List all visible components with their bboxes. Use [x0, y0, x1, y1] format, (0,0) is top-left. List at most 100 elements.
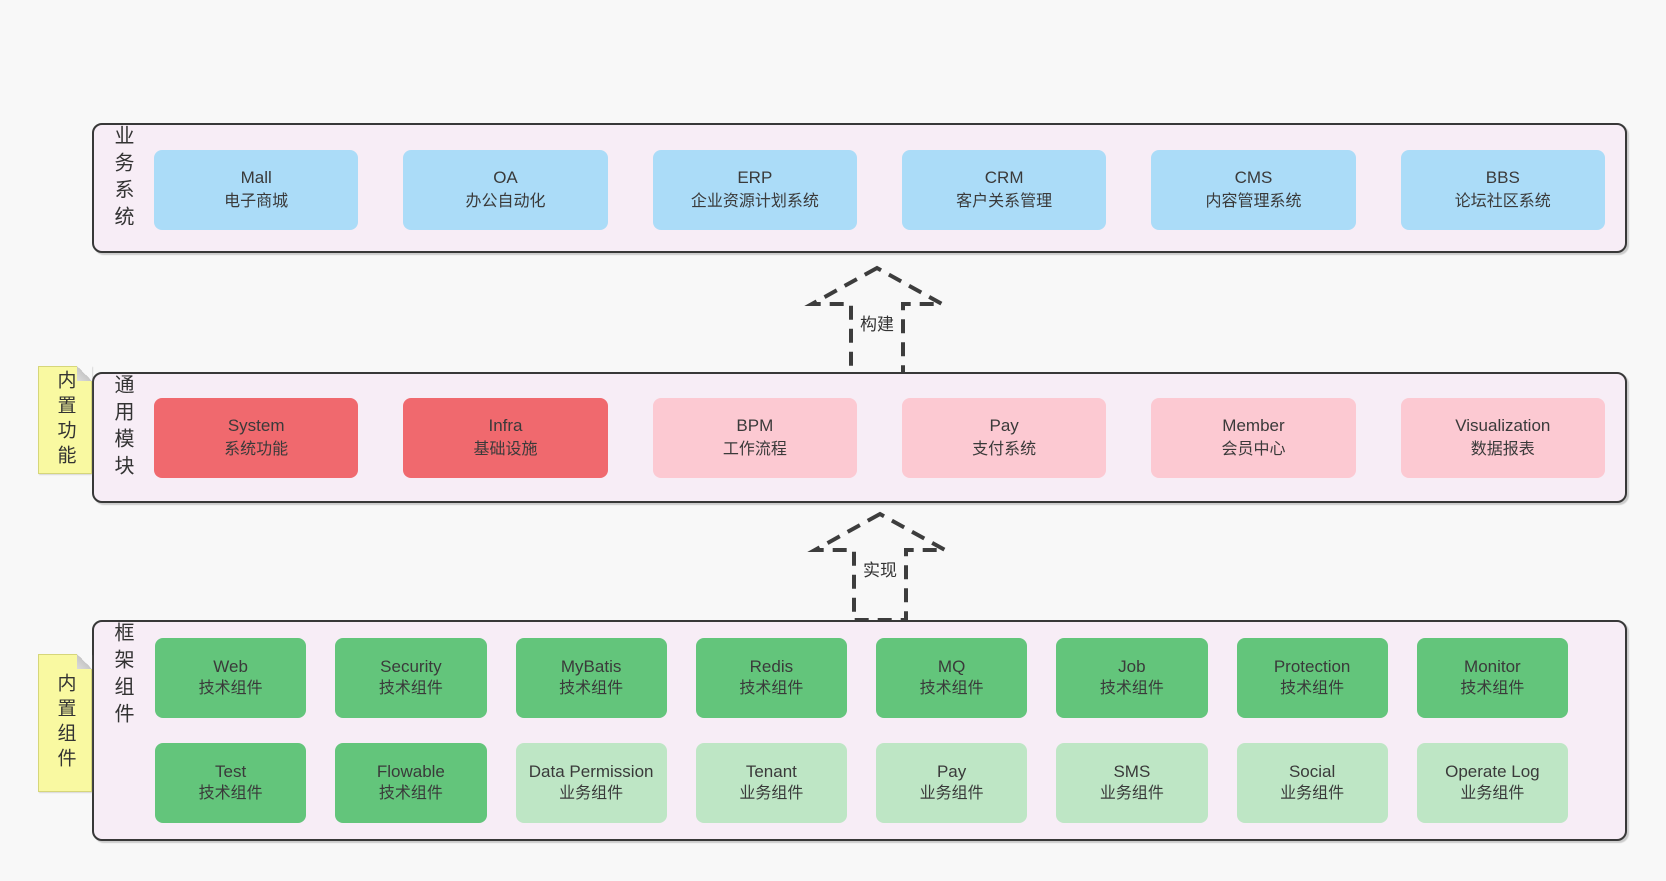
node-title: Pay	[989, 416, 1019, 435]
node-subtitle: 业务组件	[1460, 785, 1525, 802]
components-box-row-2: Test 技术组件 Flowable 技术组件 Data Permission …	[155, 743, 1568, 823]
diagram-node: System 系统功能	[154, 398, 359, 478]
node-title: BBS	[1485, 168, 1520, 187]
diagram-node: CMS 内容管理系统	[1151, 150, 1356, 230]
band-common-modules: 通用模块 System 系统功能 Infra 基础设施 BPM 工作流程	[92, 372, 1627, 503]
node-subtitle: 支付系统	[972, 441, 1037, 458]
diagram-node: Pay 支付系统	[901, 398, 1107, 478]
diagram-node: Job 技术组件	[1056, 638, 1208, 718]
folded-corner-icon	[77, 366, 92, 381]
node-title: ERP	[737, 168, 773, 187]
node-title: Pay	[936, 762, 967, 781]
node-title: Security	[380, 657, 442, 676]
diagram-node: Operate Log 业务组件	[1416, 743, 1568, 823]
band-components-side-label: 框架组件	[111, 622, 133, 730]
diagram-node: Pay 业务组件	[876, 743, 1028, 823]
node-title: MyBatis	[560, 657, 622, 676]
node-subtitle: 业务组件	[559, 785, 624, 802]
node-title: Job	[1118, 657, 1146, 676]
diagram-node: BPM 工作流程	[652, 398, 857, 478]
node-subtitle: 技术组件	[378, 680, 443, 697]
node-subtitle: 技术组件	[559, 680, 624, 697]
node-subtitle: 技术组件	[378, 785, 443, 802]
band-business-side-label: 业务系统	[111, 125, 133, 233]
diagram-node: CRM 客户关系管理	[901, 150, 1107, 230]
node-subtitle: 企业资源计划系统	[690, 193, 819, 210]
diagram-node: Mall 电子商城	[154, 150, 359, 230]
node-subtitle: 技术组件	[919, 680, 984, 697]
diagram-node: Protection 技术组件	[1236, 638, 1388, 718]
node-title: SMS	[1113, 762, 1151, 781]
diagram-node: MQ 技术组件	[876, 638, 1028, 718]
node-title: Data Permission	[528, 762, 654, 781]
node-subtitle: 技术组件	[739, 680, 804, 697]
node-title: BPM	[736, 416, 774, 435]
node-title: Protection	[1273, 657, 1351, 676]
node-title: Social	[1288, 762, 1336, 781]
node-title: System	[227, 416, 285, 435]
diagram-node: Member 会员中心	[1151, 398, 1356, 478]
node-subtitle: 论坛社区系统	[1454, 193, 1551, 210]
node-subtitle: 业务组件	[1280, 785, 1345, 802]
diagram-node: Monitor 技术组件	[1416, 638, 1568, 718]
diagram-node: Test 技术组件	[155, 743, 307, 823]
node-title: Operate Log	[1445, 762, 1540, 781]
diagram-node: Redis 技术组件	[695, 638, 847, 718]
node-title: Infra	[488, 416, 523, 435]
node-subtitle: 内容管理系统	[1205, 193, 1302, 210]
node-title: Web	[213, 657, 248, 676]
node-subtitle: 业务组件	[1099, 785, 1164, 802]
node-title: Tenant	[745, 762, 797, 781]
node-subtitle: 基础设施	[473, 441, 538, 458]
node-subtitle: 工作流程	[722, 441, 787, 458]
node-subtitle: 办公自动化	[465, 193, 546, 210]
node-subtitle: 技术组件	[198, 785, 263, 802]
diagram-node: OA 办公自动化	[403, 150, 608, 230]
node-subtitle: 客户关系管理	[956, 193, 1053, 210]
diagram-node: Social 业务组件	[1236, 743, 1388, 823]
node-subtitle: 技术组件	[1280, 680, 1345, 697]
modules-box-row: System 系统功能 Infra 基础设施 BPM 工作流程 Pay 支付系统	[154, 398, 1605, 478]
node-title: MQ	[937, 657, 966, 676]
diagram-node: Visualization 数据报表	[1400, 398, 1605, 478]
band-modules-side-label: 通用模块	[111, 374, 133, 482]
band-framework-components: 框架组件 Web 技术组件 Security 技术组件 MyBatis 技术组件	[92, 620, 1627, 841]
arrow-label-build: 构建	[856, 309, 898, 336]
node-subtitle: 系统功能	[224, 441, 289, 458]
folded-corner-icon	[77, 654, 92, 669]
arrow-label-implement: 实现	[859, 555, 901, 582]
diagram-node: SMS 业务组件	[1056, 743, 1208, 823]
diagram-node: Infra 基础设施	[403, 398, 608, 478]
node-title: CMS	[1234, 168, 1273, 187]
node-title: Redis	[749, 657, 794, 676]
node-title: Mall	[240, 168, 272, 187]
diagram-node: MyBatis 技术组件	[515, 638, 667, 718]
diagram-node: Data Permission 业务组件	[515, 743, 667, 823]
node-title: Monitor	[1464, 657, 1521, 676]
node-subtitle: 电子商城	[224, 193, 289, 210]
diagram-node: Flowable 技术组件	[335, 743, 487, 823]
business-box-row: Mall 电子商城 OA 办公自动化 ERP 企业资源计划系统 CRM 客户关系…	[154, 150, 1605, 230]
components-box-row-1: Web 技术组件 Security 技术组件 MyBatis 技术组件 Redi…	[155, 638, 1568, 718]
node-subtitle: 技术组件	[198, 680, 263, 697]
node-subtitle: 业务组件	[919, 785, 984, 802]
sticky-note-text: 内置组件	[54, 673, 76, 773]
node-title: Member	[1222, 416, 1285, 435]
node-title: Visualization	[1455, 416, 1551, 435]
diagram-node: BBS 论坛社区系统	[1400, 150, 1605, 230]
diagram-node: Security 技术组件	[335, 638, 487, 718]
node-subtitle: 会员中心	[1221, 441, 1286, 458]
diagram-node: Tenant 业务组件	[695, 743, 847, 823]
node-title: Test	[215, 762, 247, 781]
sticky-note-built-in-features: 内置功能	[38, 366, 92, 474]
node-subtitle: 技术组件	[1099, 680, 1164, 697]
band-business-systems: 业务系统 Mall 电子商城 OA 办公自动化 ERP 企业资源计划系统	[92, 123, 1627, 253]
node-title: CRM	[984, 168, 1024, 187]
node-subtitle: 技术组件	[1460, 680, 1525, 697]
diagram-node: Web 技术组件	[155, 638, 307, 718]
diagram-node: ERP 企业资源计划系统	[652, 150, 857, 230]
node-subtitle: 数据报表	[1470, 441, 1535, 458]
node-subtitle: 业务组件	[739, 785, 804, 802]
sticky-note-text: 内置功能	[54, 370, 76, 470]
